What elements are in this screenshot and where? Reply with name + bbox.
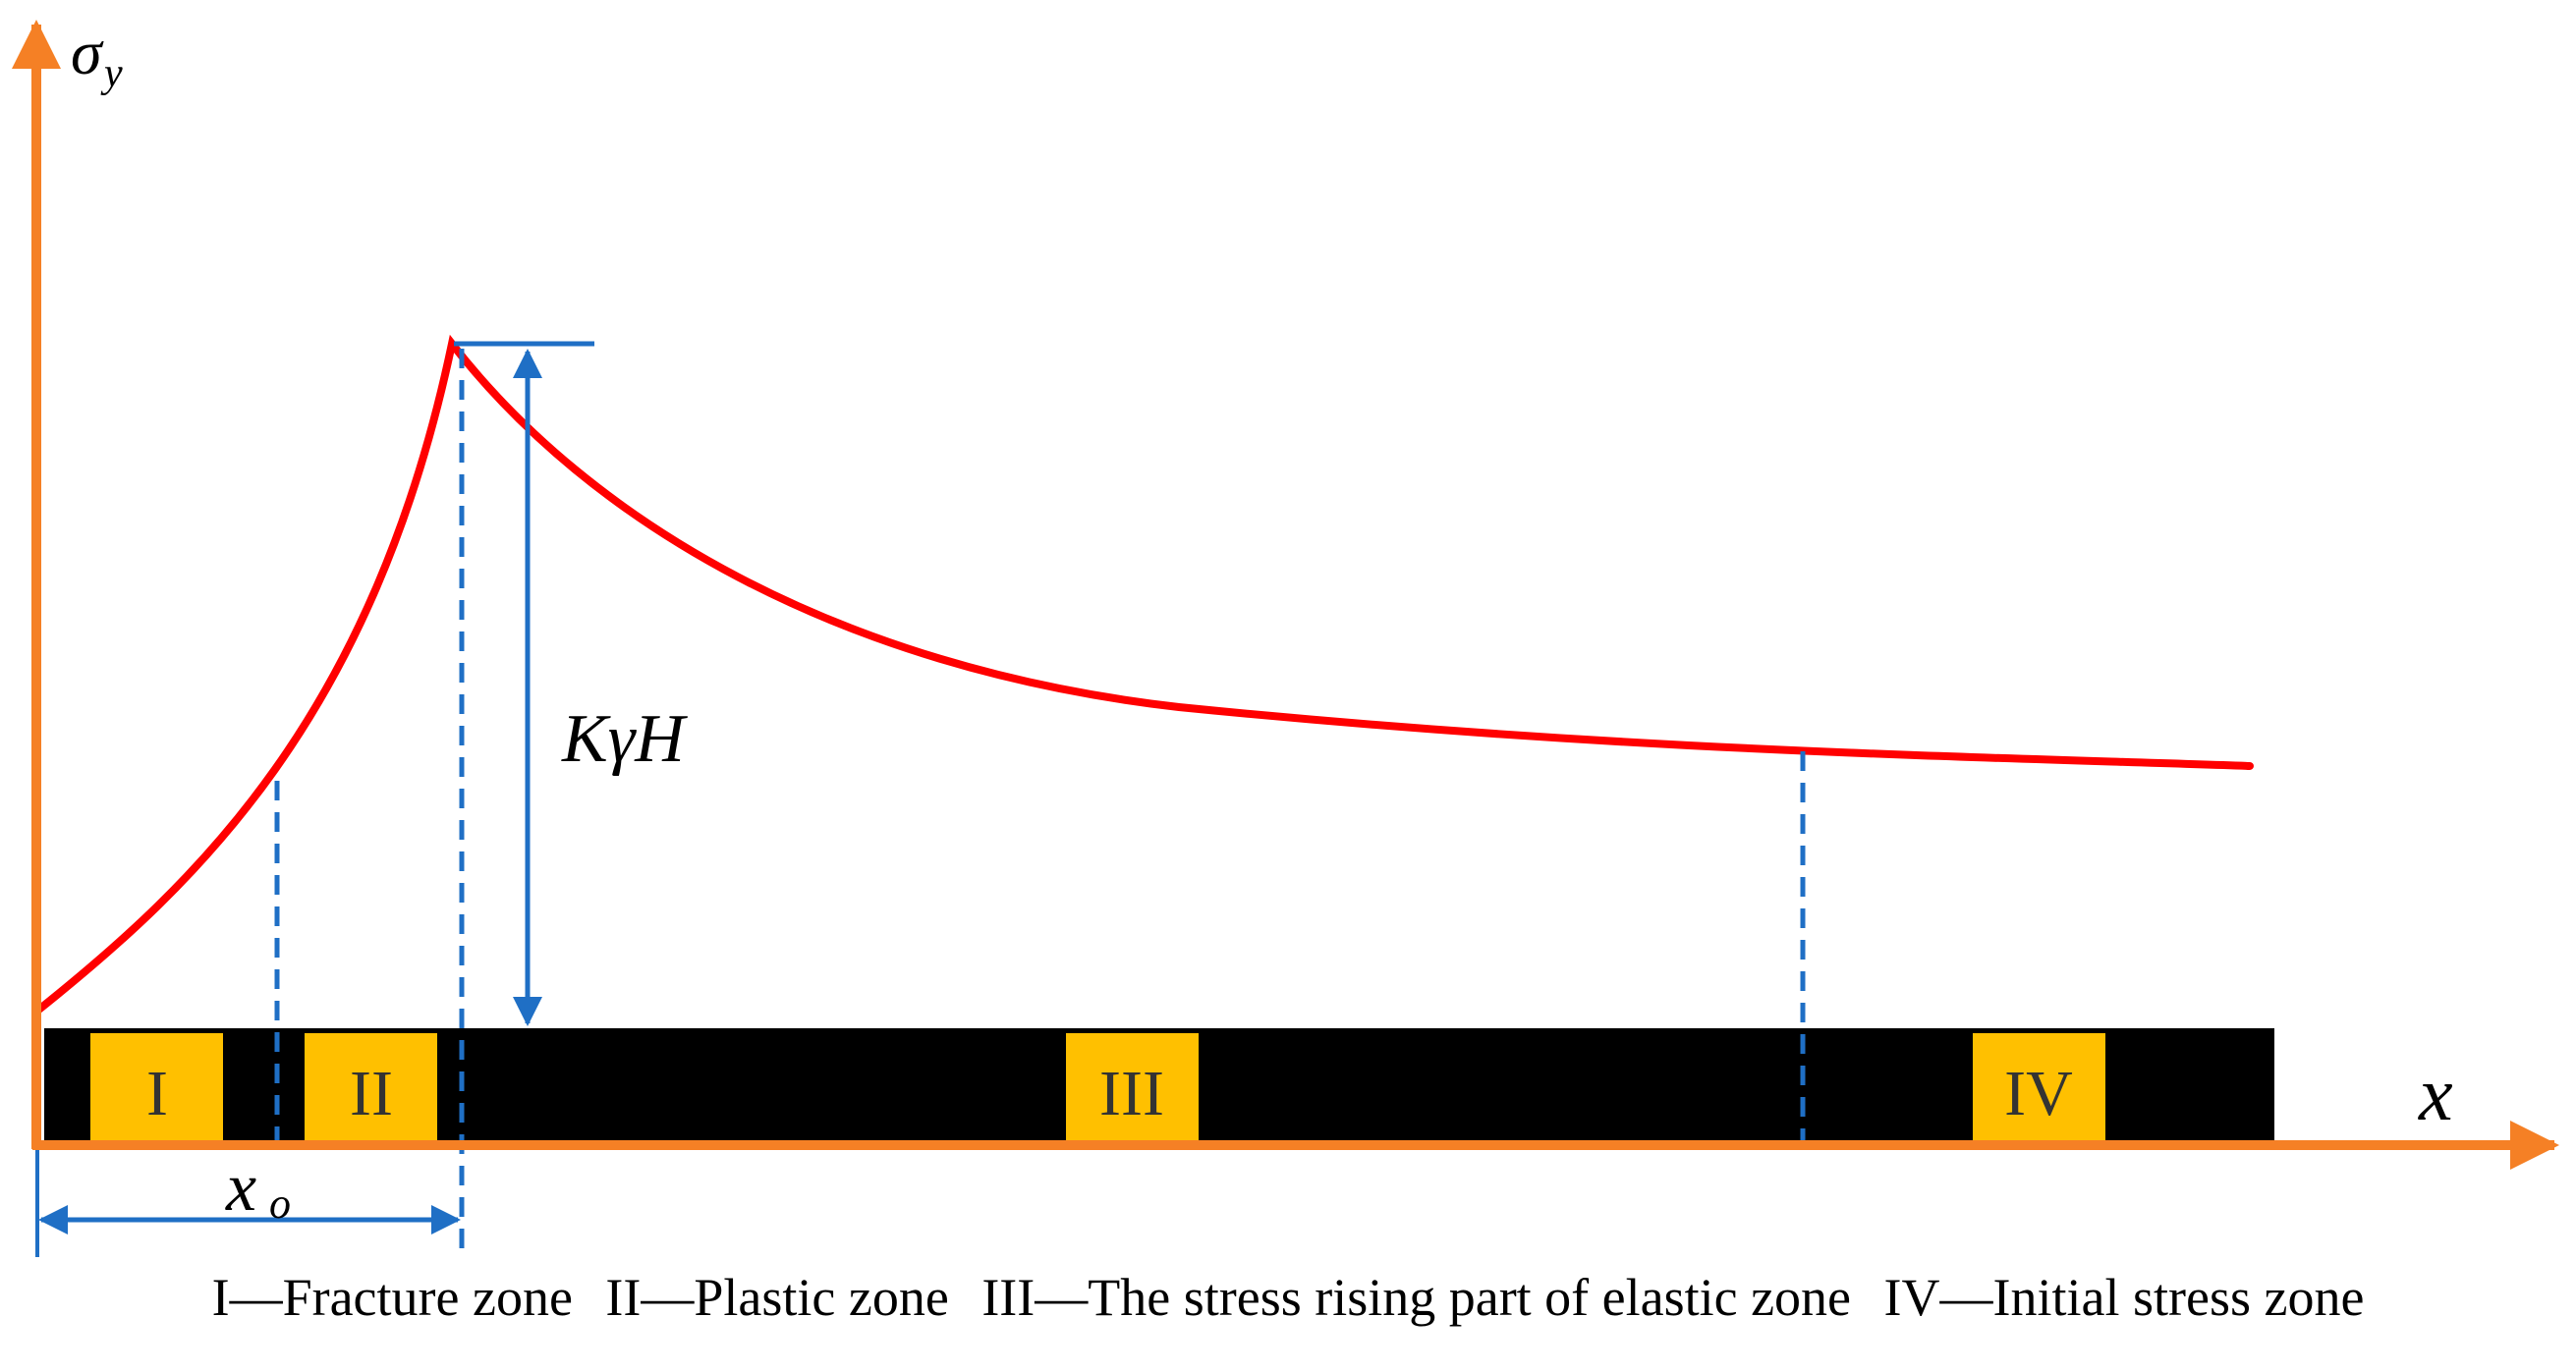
- x0-label-subscript: o: [269, 1180, 291, 1228]
- legend-item-elastic-rising: III—The stress rising part of elastic zo…: [981, 1268, 1852, 1327]
- x0-label: x: [225, 1150, 256, 1226]
- legend-item-initial: IV—Initial stress zone: [1883, 1268, 2365, 1327]
- y-axis-label-subscript: y: [100, 51, 123, 96]
- y-axis-label: σ: [71, 18, 104, 87]
- zone-legend: I—Fracture zone II—Plastic zone III—The …: [0, 1267, 2576, 1328]
- zone-label-ii: II: [350, 1058, 393, 1129]
- stress-curve: [32, 334, 2254, 1015]
- zone-label-iii: III: [1099, 1058, 1164, 1129]
- zone-box-ii: II: [305, 1033, 437, 1141]
- zone-box-i: I: [90, 1033, 223, 1141]
- legend-item-plastic: II—Plastic zone: [605, 1268, 949, 1327]
- zone-box-iv: IV: [1973, 1033, 2105, 1141]
- x-axis-label: x: [2418, 1051, 2453, 1136]
- peak-label: KγH: [561, 701, 688, 777]
- zone-label-iv: IV: [2004, 1058, 2073, 1129]
- zone-box-iii: III: [1066, 1033, 1199, 1141]
- zone-label-i: I: [146, 1058, 168, 1129]
- legend-item-fracture: I—Fracture zone: [211, 1268, 573, 1327]
